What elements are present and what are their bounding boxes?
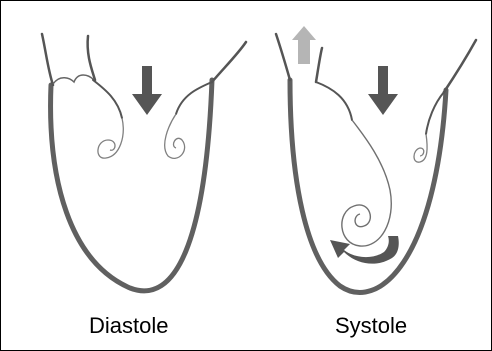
diastole-panel (42, 34, 246, 291)
diastole-vortex-right (165, 114, 185, 158)
diastole-caption: Diastole (89, 313, 168, 339)
diastole-ventricle-wall (51, 80, 212, 291)
systole-inflow-arrow (368, 66, 398, 115)
diastole-vortex-left (98, 118, 123, 158)
diastole-aortic-cusps (53, 75, 94, 84)
diastole-posterior-leaflet (176, 82, 212, 114)
diastole-aortic-root (42, 34, 95, 85)
diastole-anterior-leaflet (93, 80, 122, 118)
systole-large-vortex (342, 120, 391, 246)
systole-swirl-arrow (330, 236, 399, 264)
systole-anterior-leaflet (316, 82, 352, 120)
diastole-atrial-wall (212, 42, 246, 82)
systole-atrial-wall (444, 40, 476, 92)
systole-outflow-arrow (292, 26, 316, 64)
systole-panel (276, 26, 476, 292)
systole-small-vortex (414, 134, 427, 162)
systole-caption: Systole (335, 313, 407, 339)
diastole-inflow-arrow (132, 66, 162, 115)
